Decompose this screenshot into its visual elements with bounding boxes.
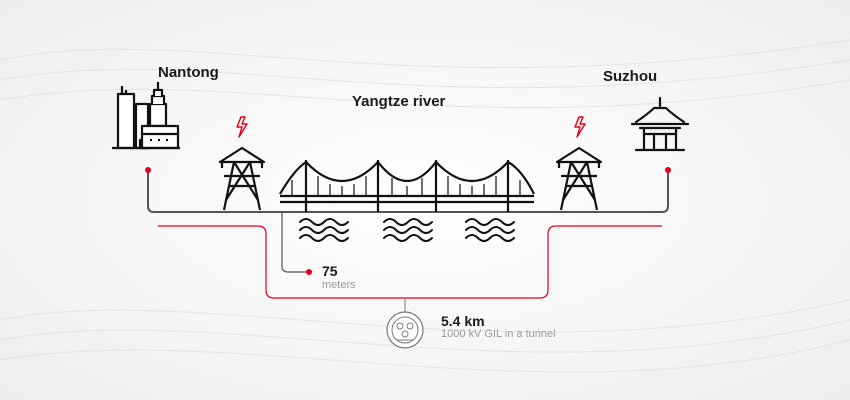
lightning-icon bbox=[236, 116, 248, 138]
background-waves bbox=[0, 39, 850, 373]
left-city-label: Nantong bbox=[158, 64, 219, 81]
transmission-tower-icon bbox=[218, 146, 266, 211]
suspension-bridge-icon bbox=[279, 160, 535, 212]
city-skyline-icon bbox=[112, 82, 180, 150]
right-city-label: Suzhou bbox=[603, 68, 658, 85]
river-label: Yangtze river bbox=[352, 93, 446, 110]
lightning-icon bbox=[574, 116, 586, 138]
depth-leader-line bbox=[281, 212, 306, 273]
right-endpoint-dot bbox=[665, 167, 671, 173]
tunnel-cross-section-icon bbox=[386, 311, 424, 349]
depth-leader-dot bbox=[306, 269, 312, 275]
tunnel-length-description: 1000 kV GIL in a tunnel bbox=[441, 328, 556, 340]
depth-unit: meters bbox=[322, 279, 356, 291]
water-waves-icon bbox=[299, 218, 515, 242]
transmission-tower-icon bbox=[555, 146, 603, 211]
depth-value: 75 bbox=[322, 263, 338, 279]
tunnel-length-value: 5.4 km bbox=[441, 313, 485, 329]
pagoda-icon bbox=[630, 96, 690, 152]
ground-line bbox=[147, 170, 669, 213]
left-endpoint-dot bbox=[145, 167, 151, 173]
tunnel-route-line bbox=[158, 225, 662, 299]
